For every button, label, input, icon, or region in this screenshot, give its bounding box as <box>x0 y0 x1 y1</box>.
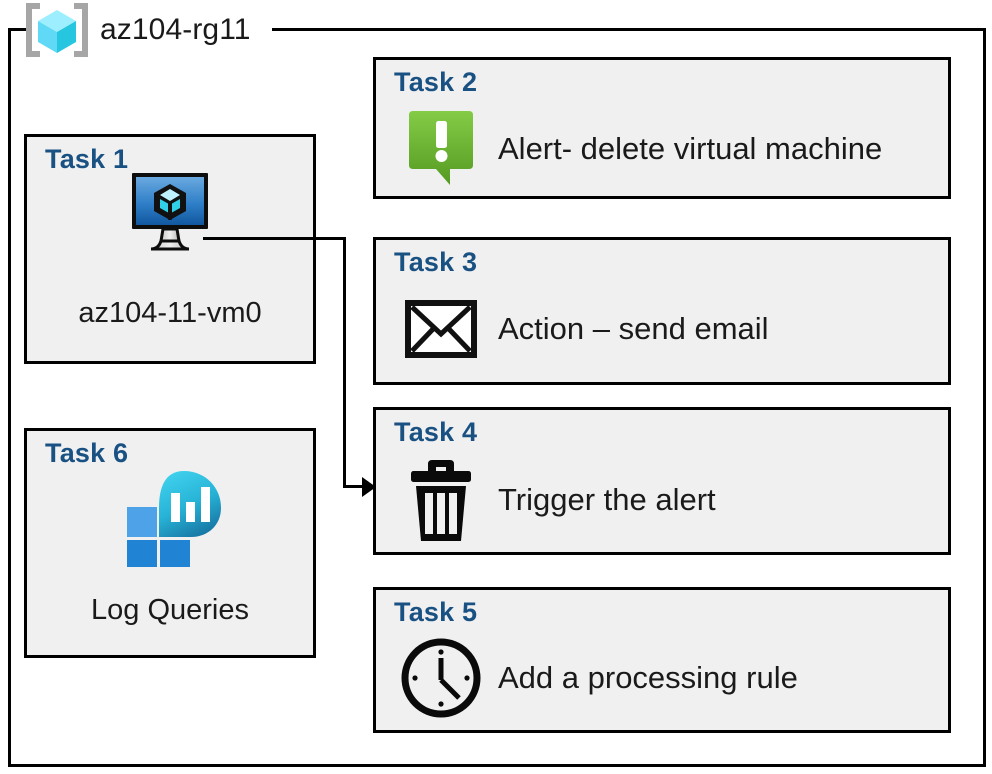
task3-label: Action – send email <box>498 311 769 346</box>
resource-group-border-top <box>272 28 986 31</box>
virtual-machine-icon <box>132 173 208 251</box>
task4-content-row: Trigger the alert <box>398 454 938 546</box>
task-card-task4[interactable]: Task 4 Trigger the alert <box>373 407 951 555</box>
task6-label: Log Queries <box>91 594 249 626</box>
task5-icon-slot <box>398 636 484 720</box>
task1-label: az104-11-vm0 <box>78 297 262 329</box>
resource-group-border-left <box>8 28 11 767</box>
task2-content-row: Alert- delete virtual machine <box>398 106 938 192</box>
task6-icon-slot <box>27 469 313 567</box>
resource-group-border-bottom <box>8 764 986 767</box>
task2-label: Alert- delete virtual machine <box>498 131 883 166</box>
task4-icon-slot <box>398 457 484 543</box>
task4-label: Trigger the alert <box>498 482 716 517</box>
task-card-task3[interactable]: Task 3 Action – send email <box>373 237 951 385</box>
task3-content-row: Action – send email <box>398 286 938 372</box>
resource-group-border-right <box>983 28 986 767</box>
task-card-task6[interactable]: Task 6 <box>24 428 316 658</box>
resource-group-cube-icon <box>26 3 88 57</box>
arrowhead-right-icon <box>362 477 376 497</box>
task3-title: Task 3 <box>394 247 478 277</box>
task5-label: Add a processing rule <box>498 660 798 695</box>
connector-segment-horizontal-to-task4 <box>343 485 369 488</box>
task2-title: Task 2 <box>394 67 478 97</box>
task5-title: Task 5 <box>394 597 478 627</box>
resource-group-header: az104-rg11 <box>26 2 261 58</box>
task5-content-row: Add a processing rule <box>398 632 938 724</box>
resource-group-name: az104-rg11 <box>100 13 251 46</box>
log-analytics-icon <box>127 471 221 567</box>
task3-icon-slot <box>398 300 484 358</box>
alert-exclamation-icon <box>409 111 473 185</box>
task2-icon-slot <box>398 109 484 189</box>
task1-title: Task 1 <box>45 144 129 174</box>
task-card-task5[interactable]: Task 5 Add a processing rule <box>373 587 951 733</box>
task-card-task1[interactable]: Task 1 <box>24 134 316 364</box>
envelope-icon <box>405 300 477 358</box>
connector-segment-horizontal-from-vm <box>203 237 346 240</box>
task1-icon-slot <box>27 169 313 255</box>
trash-can-icon <box>411 460 471 541</box>
resource-group-border-top-left-stub <box>8 28 36 31</box>
connector-segment-vertical <box>343 237 346 487</box>
clock-icon <box>401 638 481 718</box>
task4-title: Task 4 <box>394 417 478 447</box>
task-card-task2[interactable]: Task 2 Alert- delete virtual machine <box>373 57 951 199</box>
task6-title: Task 6 <box>45 438 129 468</box>
